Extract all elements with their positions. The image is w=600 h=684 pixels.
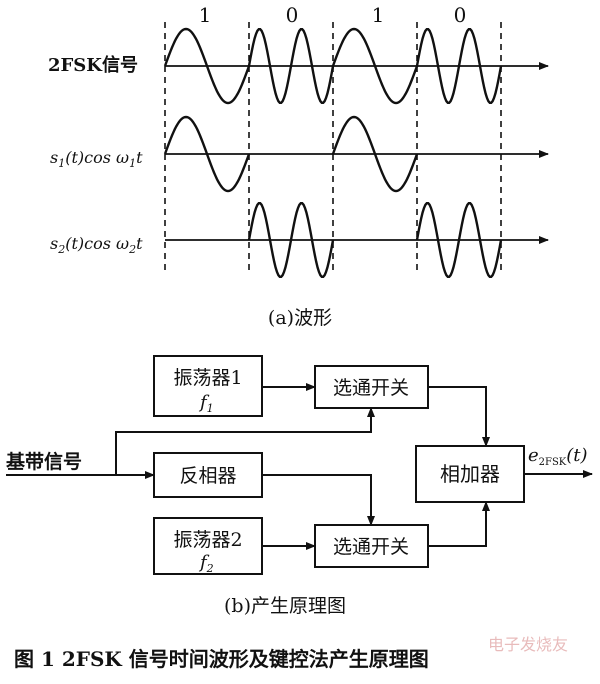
waveform-caption: (a)波形 [268,307,332,329]
oscillator-2-label: 振荡器2 [173,529,242,551]
input-label: 基带信号 [5,450,82,473]
s2-label: s2(t)cos ω2t [50,234,143,256]
s1-label: s1(t)cos ω1t [50,148,143,170]
block-diagram: 振荡器1 f1 反相器 振荡器2 f2 选通开关 选通开关 相加器 基带信号 [5,355,593,617]
s2-waveform [247,202,503,278]
watermark-logo: 电子发烧友 [488,635,568,654]
inverter-label: 反相器 [179,465,236,487]
waveform-panel: 1 0 1 0 2FSK信号 s1(t)cos ω1t s2(t)cos ω2t… [48,3,549,329]
gate-bottom-label: 选通开关 [333,536,409,558]
input-to-gate-top [115,407,375,475]
bit-label: 1 [199,3,212,27]
figure-caption: 图 1 2FSK 信号时间波形及键控法产生原理图 [14,647,429,671]
output-label: e2FSK(t) [528,445,588,468]
bit-boundaries [164,22,502,270]
gate-top-label: 选通开关 [333,377,409,399]
bit-label: 1 [372,3,385,27]
watermark-text: 电子发烧友 [488,635,568,654]
fsk-waveform [163,27,503,105]
fsk-signal-label: 2FSK信号 [48,54,138,76]
connections [6,383,593,550]
gate-top-to-adder [428,386,490,447]
block-diagram-caption: (b)产生原理图 [224,595,346,617]
inverter-to-gate-bottom [262,474,375,526]
adder-label: 相加器 [440,462,500,486]
oscillator-2-freq: f2 [198,552,214,575]
bit-label: 0 [454,3,467,27]
gate-bottom-to-adder [428,501,490,547]
oscillator-1-label: 振荡器1 [173,367,242,389]
s1-waveform [163,115,419,193]
bit-label: 0 [286,3,299,27]
oscillator-1-freq: f1 [198,392,214,415]
